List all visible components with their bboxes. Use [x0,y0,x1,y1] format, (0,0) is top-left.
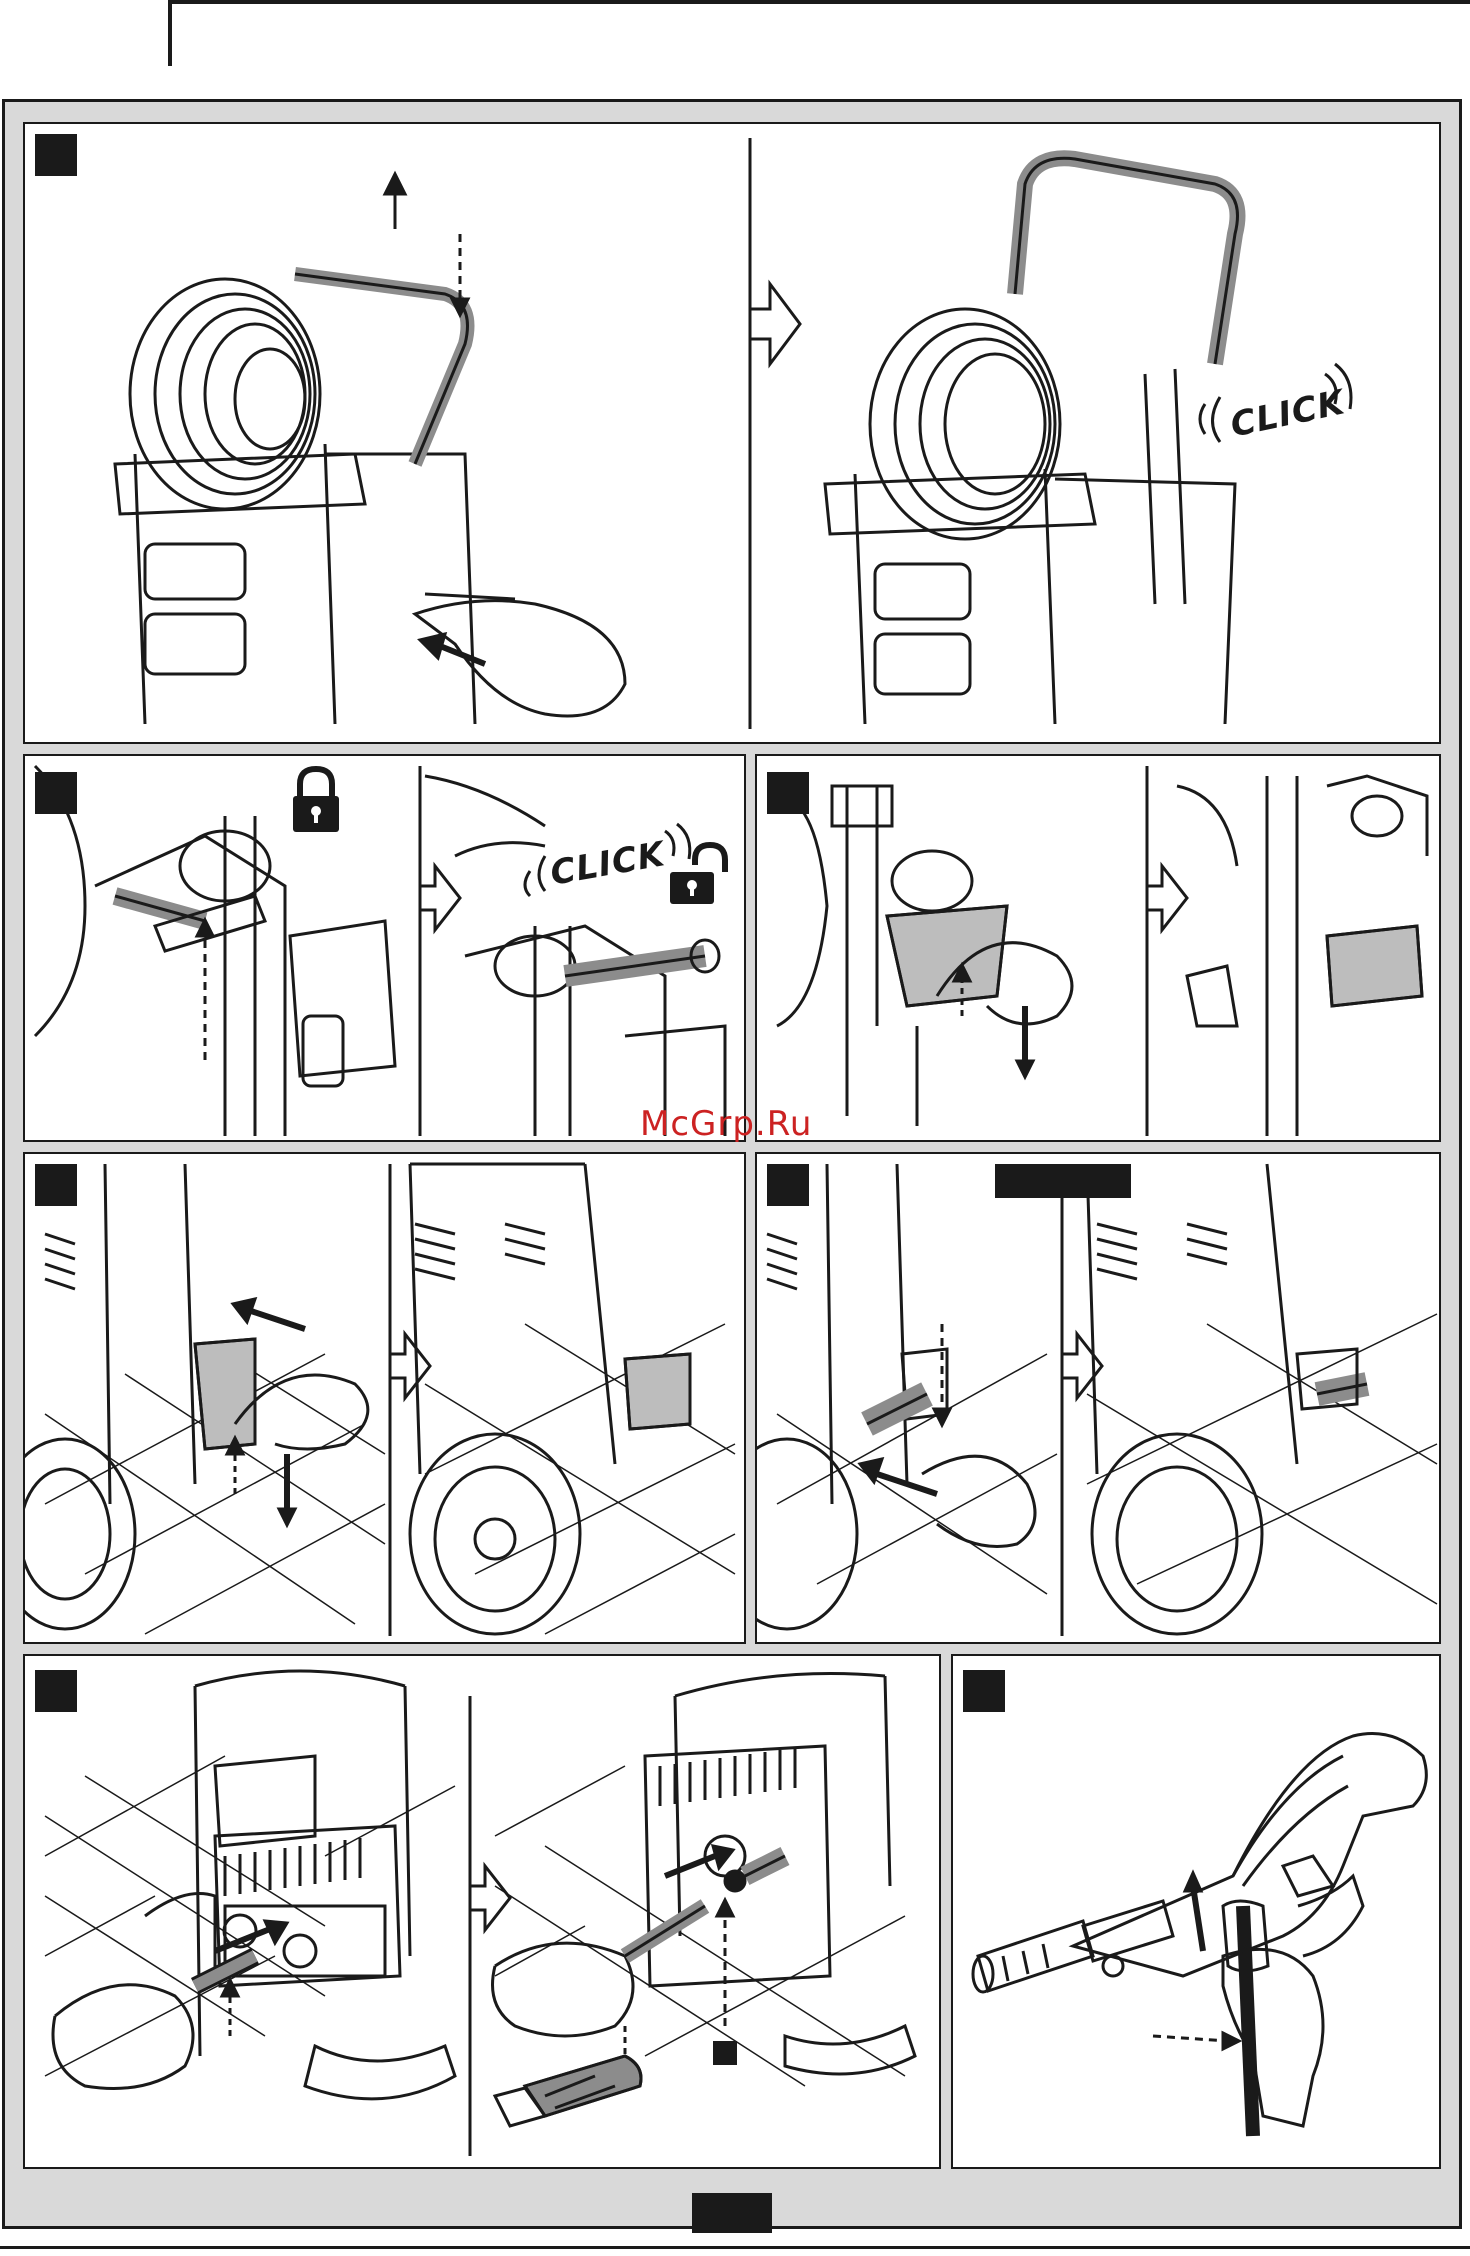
step-number-box [767,1164,809,1206]
holder-side-illustration [25,1154,746,1644]
footer-rule [0,2246,1470,2249]
step-number-box [35,772,77,814]
lock-closed-icon [293,769,339,832]
callout-square [713,2041,737,2065]
page-number-box [692,2193,772,2233]
panel-hose-connect [23,1654,941,2169]
panel-nozzle-park [755,1152,1441,1644]
header-bracket [168,0,1470,66]
panel-holder-side [23,1152,746,1644]
step-number-box [767,772,809,814]
label-bar [995,1164,1131,1198]
step-number-box [35,1164,77,1206]
panel-handle-extend: CLICK [23,122,1441,744]
panel-spray-gun [951,1654,1441,2169]
nozzle-park-illustration [757,1154,1441,1644]
watermark-text: McGrp.Ru [640,1104,812,1144]
spray-gun-illustration [953,1656,1441,2169]
panel-holder-mount [755,754,1441,1142]
step-number-box [35,134,77,176]
lock-open-icon [670,845,725,904]
lock-lever-illustration [25,756,746,1142]
hose-connect-illustration [25,1656,941,2169]
holder-mount-illustration [757,756,1441,1142]
step-number-box [963,1670,1005,1712]
step-number-box [35,1670,77,1712]
panel-lock-lever: CLICK [23,754,746,1142]
handle-extend-illustration [25,124,1441,744]
